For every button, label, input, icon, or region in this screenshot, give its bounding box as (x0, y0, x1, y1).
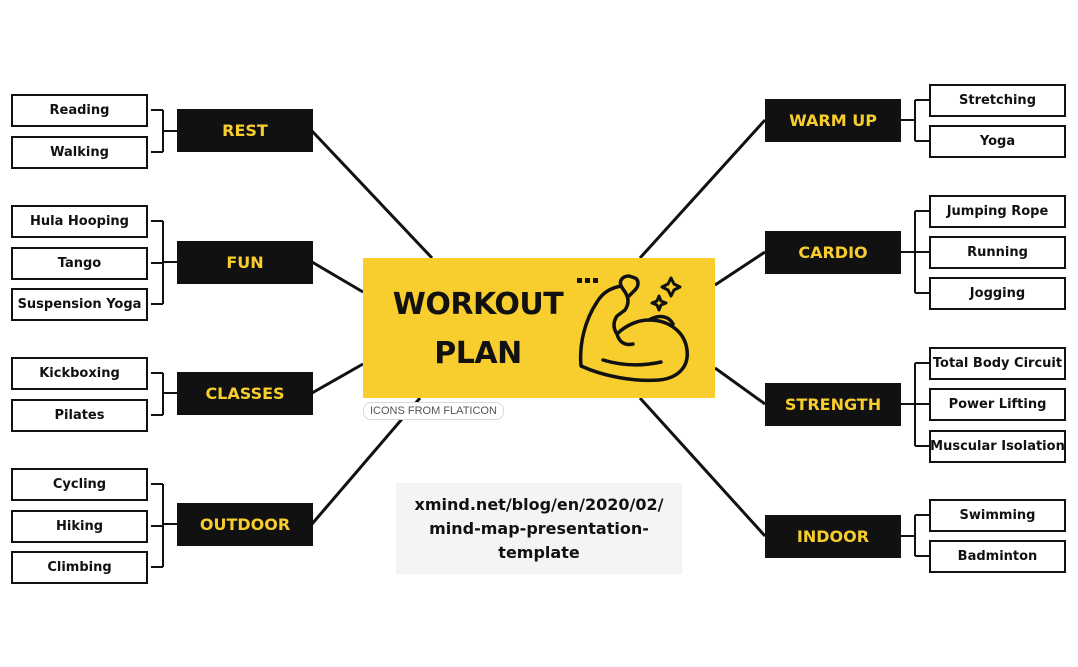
source-url-note: xmind.net/blog/en/2020/02/ mind-map-pres… (396, 483, 682, 574)
connector-indoor (638, 396, 767, 538)
category-cardio[interactable]: CARDIO (765, 231, 901, 274)
category-classes[interactable]: CLASSES (177, 372, 313, 415)
leaf-badminton[interactable]: Badminton (929, 540, 1066, 573)
connector-cardio (714, 250, 766, 287)
connector-strength (714, 366, 766, 406)
leaf-reading[interactable]: Reading (11, 94, 148, 127)
icon-credit-label: ICONS FROM FLATICON (363, 402, 504, 420)
bracket-indoor (901, 514, 929, 557)
leaf-suspension-yoga[interactable]: Suspension Yoga (11, 288, 148, 321)
category-outdoor[interactable]: OUTDOOR (177, 503, 313, 546)
connector-fun (311, 260, 364, 294)
connector-rest (310, 129, 434, 260)
leaf-yoga[interactable]: Yoga (929, 125, 1066, 158)
leaf-muscular-isolation[interactable]: Muscular Isolation (929, 430, 1066, 463)
central-title-line1: WORKOUT (392, 287, 564, 322)
leaf-cycling[interactable]: Cycling (11, 468, 148, 501)
leaf-pilates[interactable]: Pilates (11, 399, 148, 432)
bracket-rest (151, 109, 177, 153)
central-topic[interactable]: WORKOUT PLAN (363, 258, 715, 398)
category-warm-up[interactable]: WARM UP (765, 99, 901, 142)
leaf-power-lifting[interactable]: Power Lifting (929, 388, 1066, 421)
bracket-warm-up (901, 99, 929, 142)
leaf-hiking[interactable]: Hiking (11, 510, 148, 543)
leaf-stretching[interactable]: Stretching (929, 84, 1066, 117)
flexed-bicep-icon (577, 274, 689, 383)
bracket-outdoor (151, 483, 177, 568)
leaf-total-body-circuit[interactable]: Total Body Circuit (929, 347, 1066, 380)
connector-classes (311, 362, 364, 395)
leaf-hula-hooping[interactable]: Hula Hooping (11, 205, 148, 238)
leaf-swimming[interactable]: Swimming (929, 499, 1066, 532)
leaf-jogging[interactable]: Jogging (929, 277, 1066, 310)
leaf-climbing[interactable]: Climbing (11, 551, 148, 584)
bracket-strength (901, 362, 929, 447)
central-title-line2: PLAN (434, 336, 522, 371)
bracket-cardio (901, 210, 929, 294)
bracket-fun (151, 220, 177, 305)
leaf-tango[interactable]: Tango (11, 247, 148, 280)
leaf-walking[interactable]: Walking (11, 136, 148, 169)
bracket-classes (151, 372, 177, 416)
category-strength[interactable]: STRENGTH (765, 383, 901, 426)
category-indoor[interactable]: INDOOR (765, 515, 901, 558)
category-rest[interactable]: REST (177, 109, 313, 152)
leaf-running[interactable]: Running (929, 236, 1066, 269)
leaf-kickboxing[interactable]: Kickboxing (11, 357, 148, 390)
leaf-jumping-rope[interactable]: Jumping Rope (929, 195, 1066, 228)
category-fun[interactable]: FUN (177, 241, 313, 284)
connector-warm-up (638, 118, 767, 260)
central-title: WORKOUT PLAN (363, 280, 593, 378)
